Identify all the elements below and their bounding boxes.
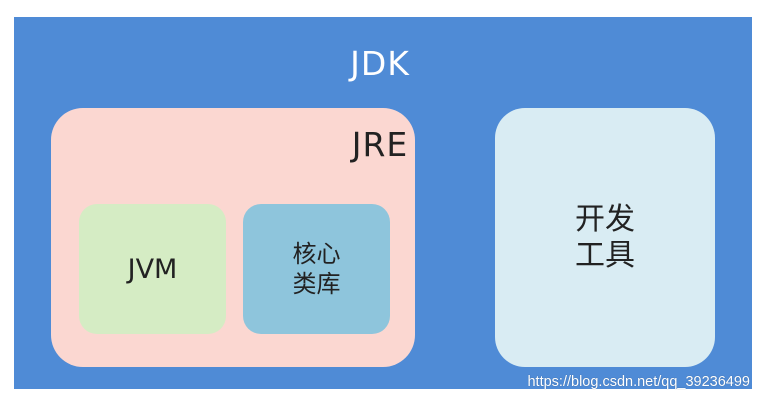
jre-label: JRE <box>351 125 409 164</box>
jvm-label: JVM <box>127 253 178 285</box>
jdk-label: JDK <box>350 44 410 83</box>
core-library-label-line2: 类库 <box>292 270 341 298</box>
core-library-label-line1: 核心 <box>292 240 341 268</box>
dev-tools-label-line1: 开发 <box>575 201 635 237</box>
watermark-url: https://blog.csdn.net/qq_39236499 <box>527 374 750 390</box>
jvm-box: JVM <box>79 204 226 334</box>
dev-tools-box: 开发 工具 <box>495 108 715 367</box>
core-library-box: 核心 类库 <box>243 204 390 334</box>
dev-tools-label-line2: 工具 <box>575 237 635 273</box>
